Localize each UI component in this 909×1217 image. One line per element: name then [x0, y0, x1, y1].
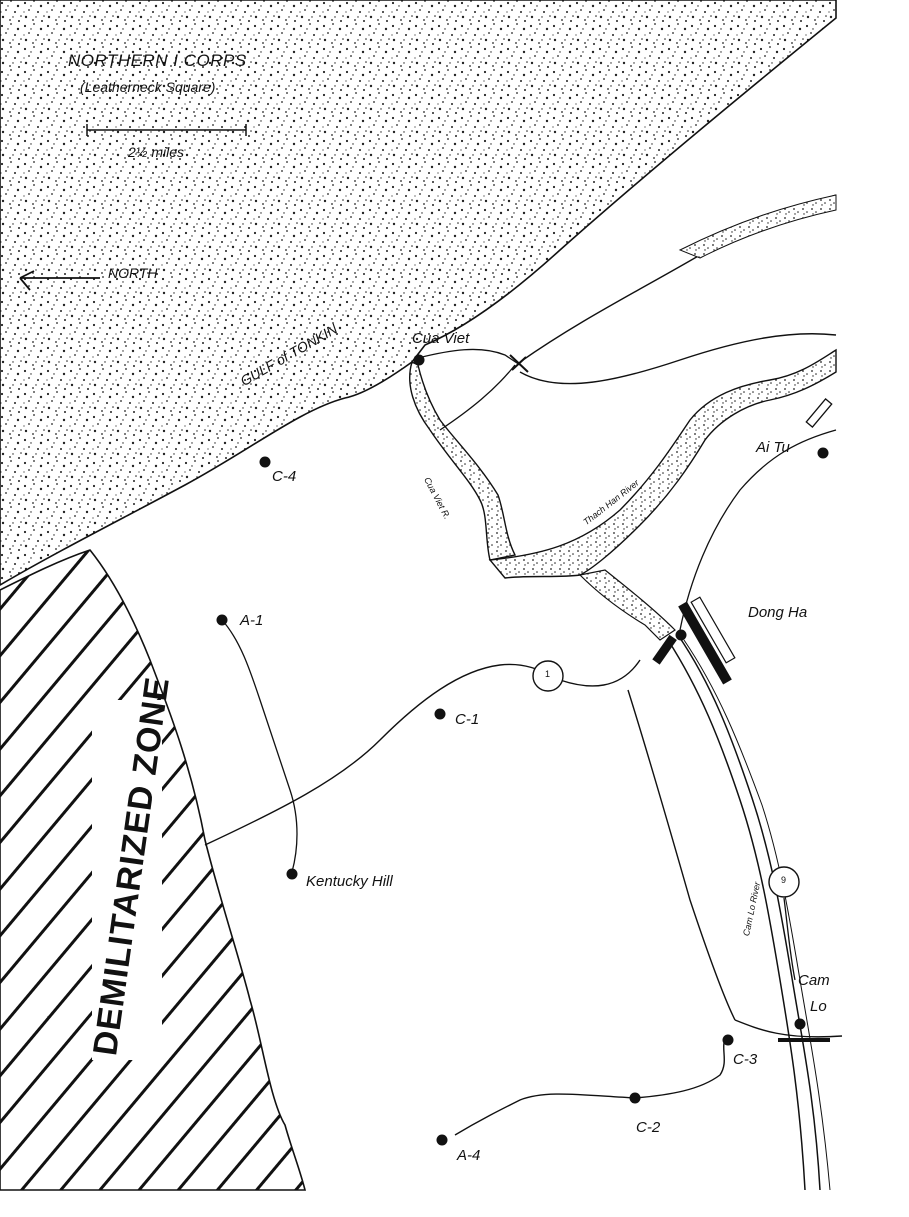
gulf-of-tonkin-sea	[0, 0, 837, 586]
trail-a1-kentucky-hill	[221, 619, 298, 873]
place-a1: A-1	[240, 612, 264, 629]
north-arrow-icon	[19, 270, 100, 291]
place-cam: Cam	[798, 972, 830, 989]
c2-dot	[629, 1092, 641, 1104]
route-9-label: 9	[781, 875, 787, 885]
cua-viet-river-mouth	[409, 361, 517, 561]
highway-1-west	[667, 639, 806, 1191]
dong-ha-bridge	[652, 634, 677, 665]
road-west-to-dmz	[204, 659, 641, 846]
road-south-to-c3	[627, 689, 736, 1021]
a1-dot	[216, 614, 228, 626]
zone-label-backdrop	[92, 700, 162, 1060]
place-lo: Lo	[810, 998, 827, 1015]
river-channel-dong-ha	[578, 569, 676, 641]
place-c2: C-2	[636, 1119, 661, 1136]
place-kentucky-hill: Kentucky Hill	[306, 873, 393, 890]
a4-dot	[436, 1134, 448, 1146]
scale-label: 2½ miles	[128, 144, 185, 160]
map-subtitle: (Leatherneck Square)	[80, 79, 216, 95]
map-title: NORTHERN I CORPS	[68, 51, 247, 70]
dong-ha-airstrip	[678, 601, 732, 685]
ai-tu-dot	[817, 447, 829, 459]
upper-river-line-b	[519, 333, 837, 385]
route-9-marker	[768, 866, 800, 898]
c1-dot	[434, 708, 446, 720]
c3-dot	[722, 1034, 734, 1046]
cua-viet-spur	[417, 348, 521, 366]
place-a4: A-4	[457, 1147, 481, 1164]
place-c3: C-3	[733, 1051, 758, 1068]
scale-bar	[86, 124, 247, 136]
coastal-line-ne	[439, 364, 516, 431]
kentucky-hill-dot	[286, 868, 298, 880]
thach-han-river	[488, 348, 837, 579]
upper-river-band	[678, 194, 837, 259]
road-c3-cam-lo	[734, 1019, 843, 1038]
dong-ha-dot	[675, 629, 687, 641]
route-1-marker	[532, 660, 564, 692]
place-c4: C-4	[272, 468, 297, 485]
cam-lo-river-inner	[683, 639, 831, 1191]
cua-viet-dot	[413, 354, 425, 366]
c4-dot	[259, 456, 271, 468]
road-to-cam-lo	[783, 897, 796, 981]
place-dong-ha: Dong Ha	[748, 604, 808, 621]
dong-ha-airstrip-outline	[690, 596, 736, 664]
ai-tu-airstrip	[805, 398, 833, 428]
bridge-mark-cua-viet	[509, 354, 529, 373]
north-label: NORTH	[108, 265, 158, 281]
road-dong-ha-ai-tu	[679, 429, 837, 631]
route-1-label: 1	[545, 669, 551, 679]
cam-lo-dot	[794, 1018, 806, 1030]
place-c1: C-1	[455, 711, 480, 728]
place-ai-tu: Ai Tu	[756, 439, 790, 456]
place-cua-viet: Cua Viet	[412, 330, 470, 347]
road-a4-c2-c3	[454, 1034, 729, 1136]
